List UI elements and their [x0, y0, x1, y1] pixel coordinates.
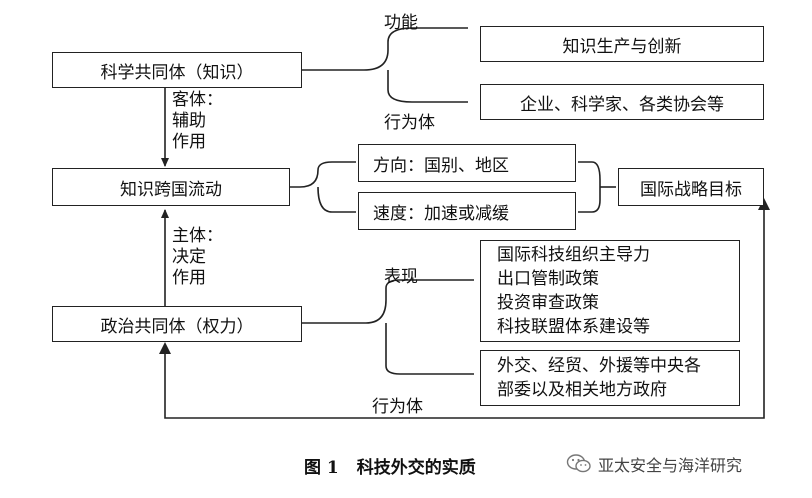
manifest-line: 科技联盟体系建设等: [497, 317, 650, 337]
subject-role-line: 主体：: [172, 226, 223, 246]
function-box-label: 知识生产与创新: [562, 36, 682, 57]
figure-number: 图 1: [304, 458, 339, 478]
brace-function: [302, 27, 468, 71]
brace-speed: [317, 186, 356, 213]
actor-box-bottom: 外交、经贸、外援等中央各 部委以及相关地方政府: [480, 350, 740, 406]
feedback-arrowhead-left: [159, 342, 171, 354]
brace-actor-top: [387, 70, 468, 103]
direction-box: 方向：国别、地区: [358, 144, 576, 182]
strategy-box: 国际战略目标: [618, 168, 764, 206]
subject-role-label: 主体： 决定 作用: [172, 226, 223, 289]
brace-strategy: [578, 161, 601, 213]
brace-direction: [290, 161, 356, 188]
figure-caption: 图 1 科技外交的实质: [304, 453, 476, 478]
figure-title: 科技外交的实质: [356, 458, 476, 478]
actor-bottom-line: 外交、经贸、外援等中央各: [497, 356, 701, 376]
political-community-label: 政治共同体（权力）: [100, 316, 254, 337]
science-community-box: 科学共同体（知识）: [52, 52, 302, 88]
science-community-label: 科学共同体（知识）: [100, 62, 254, 83]
manifest-line: 国际科技组织主导力: [497, 245, 650, 265]
political-community-box: 政治共同体（权力）: [52, 306, 302, 342]
manifest-line: 出口管制政策: [497, 269, 599, 289]
function-box: 知识生产与创新: [480, 26, 764, 62]
subject-role-line: 决定: [172, 247, 206, 267]
brace-manifest: [302, 279, 474, 324]
manifest-box: 国际科技组织主导力 出口管制政策 投资审查政策 科技联盟体系建设等: [480, 240, 740, 342]
brace-actor-bottom: [385, 323, 474, 375]
subject-role-line: 作用: [172, 268, 206, 288]
speed-label: 速度：加速或减缓: [373, 203, 509, 224]
knowledge-flow-box: 知识跨国流动: [52, 168, 290, 206]
speed-box: 速度：加速或减缓: [358, 192, 576, 230]
object-role-label: 客体： 辅助 作用: [172, 90, 223, 153]
actor-box-top-label: 企业、科学家、各类协会等: [520, 94, 724, 115]
feedback-line: [164, 208, 765, 419]
actor-top-label: 行为体: [384, 113, 435, 133]
manifest-label: 表现: [384, 267, 418, 287]
object-role-line: 作用: [172, 132, 206, 152]
object-role-line: 客体：: [172, 90, 223, 110]
actor-bottom-label: 行为体: [372, 397, 423, 417]
actor-bottom-line: 部委以及相关地方政府: [497, 380, 667, 400]
watermark-text: 亚太安全与海洋研究: [598, 456, 743, 475]
feedback-arrowhead-up: [758, 198, 770, 210]
knowledge-flow-label: 知识跨国流动: [120, 179, 222, 200]
actor-box-top: 企业、科学家、各类协会等: [480, 84, 764, 120]
function-label: 功能: [384, 13, 418, 33]
object-role-line: 辅助: [172, 111, 206, 131]
direction-label: 方向：国别、地区: [373, 155, 509, 176]
wechat-icon: [566, 454, 591, 473]
watermark: 亚太安全与海洋研究: [566, 452, 742, 476]
manifest-line: 投资审查政策: [497, 293, 599, 313]
strategy-label: 国际战略目标: [640, 179, 742, 200]
